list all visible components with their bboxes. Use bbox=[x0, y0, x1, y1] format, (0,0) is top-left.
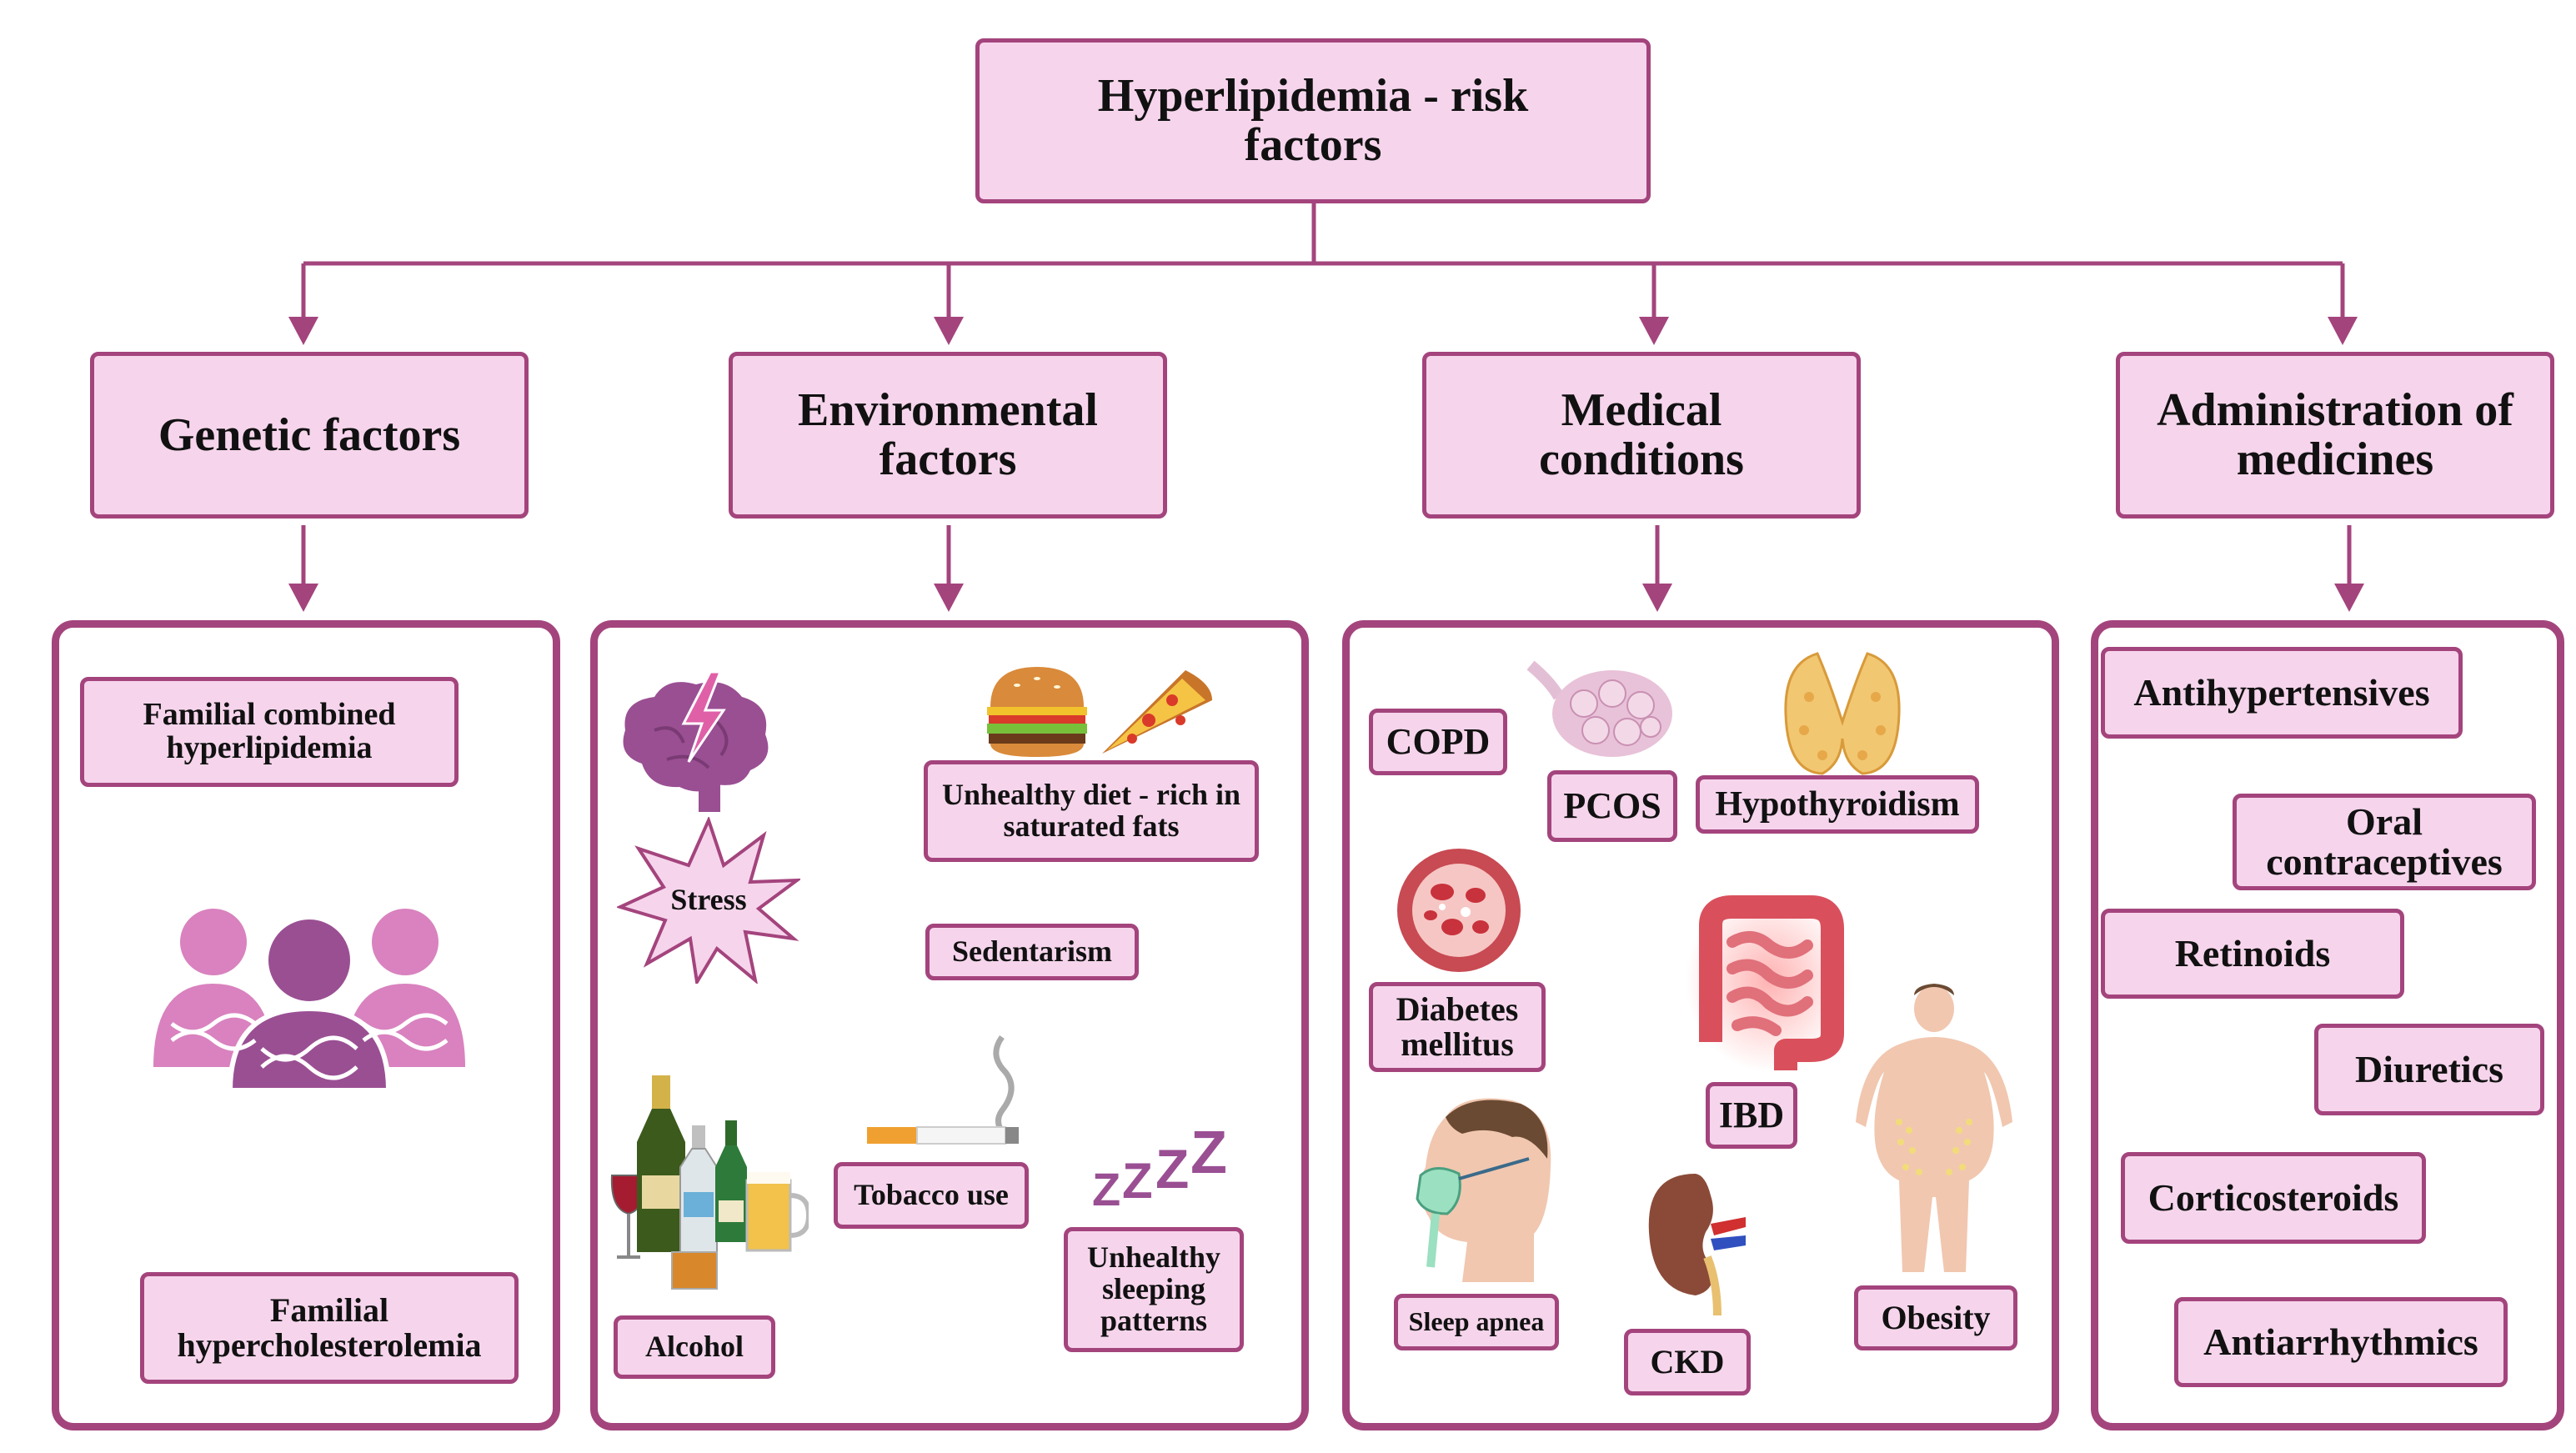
item-retinoids: Retinoids bbox=[2101, 909, 2404, 999]
item-tobacco-use: Tobacco use bbox=[834, 1162, 1029, 1229]
burger-icon bbox=[987, 667, 1087, 757]
item-ibd: IBD bbox=[1706, 1082, 1797, 1149]
item-corticosteroids: Corticosteroids bbox=[2121, 1152, 2426, 1244]
category-genetic: Genetic factors bbox=[90, 352, 529, 519]
category-environmental: Environmental factors bbox=[729, 352, 1167, 519]
kidney-icon bbox=[1648, 1174, 1746, 1315]
ovary-pcos-icon bbox=[1526, 660, 1672, 757]
pizza-icon bbox=[1102, 670, 1212, 754]
item-copd: COPD bbox=[1369, 709, 1507, 775]
item-oral-contraceptives: Oral contraceptives bbox=[2233, 794, 2536, 890]
alcohol-bottles-icon bbox=[610, 1075, 809, 1290]
obese-body-icon bbox=[1856, 984, 2012, 1272]
thyroid-icon bbox=[1784, 652, 1901, 775]
category-medical: Medical conditions bbox=[1422, 352, 1861, 519]
category-label: Administration of medicines bbox=[2157, 384, 2513, 485]
item-obesity: Obesity bbox=[1854, 1285, 2017, 1350]
item-unhealthy-sleeping-patterns: Unhealthy sleeping patterns bbox=[1064, 1227, 1244, 1352]
item-diuretics: Diuretics bbox=[2314, 1024, 2544, 1115]
item-familial-combined-hyperlipidemia: Familial combined hyperlipidemia bbox=[80, 677, 459, 787]
title-box: Hyperlipidemia - risk factors bbox=[975, 38, 1651, 203]
family-dna-icon bbox=[153, 909, 465, 1092]
brain-lightning-icon bbox=[623, 672, 769, 812]
item-diabetes-mellitus: Diabetes mellitus bbox=[1369, 982, 1546, 1072]
stress-label: Stress bbox=[670, 883, 747, 916]
intestine-icon bbox=[1686, 892, 1852, 1072]
sleep-apnea-mask-icon bbox=[1416, 1098, 1551, 1282]
item-sedentarism: Sedentarism bbox=[925, 924, 1139, 980]
item-antiarrhythmics: Antiarrhythmics bbox=[2174, 1297, 2508, 1387]
item-antihypertensives: Antihypertensives bbox=[2101, 647, 2463, 739]
category-medicines: Administration of medicines bbox=[2116, 352, 2554, 519]
item-familial-hypercholesterolemia: Familial hypercholesterolemia bbox=[140, 1272, 519, 1384]
item-ckd: CKD bbox=[1624, 1329, 1751, 1395]
item-unhealthy-diet: Unhealthy diet - rich in saturated fats bbox=[924, 760, 1259, 862]
category-label: Medical conditions bbox=[1539, 384, 1744, 485]
item-hypothyroidism: Hypothyroidism bbox=[1696, 775, 1979, 834]
item-alcohol: Alcohol bbox=[614, 1315, 775, 1379]
blood-vessel-icon bbox=[1397, 849, 1521, 972]
page-title: Hyperlipidemia - risk factors bbox=[1097, 70, 1529, 171]
cigarette-icon bbox=[867, 1035, 1019, 1145]
item-sleep-apnea: Sleep apnea bbox=[1394, 1294, 1559, 1350]
zzz-icon: Z Z Z Z bbox=[1092, 1120, 1227, 1215]
item-pcos: PCOS bbox=[1547, 770, 1677, 842]
stress-burst-icon bbox=[617, 817, 800, 984]
category-label: Genetic factors bbox=[158, 408, 461, 461]
category-label: Environmental factors bbox=[798, 384, 1098, 485]
